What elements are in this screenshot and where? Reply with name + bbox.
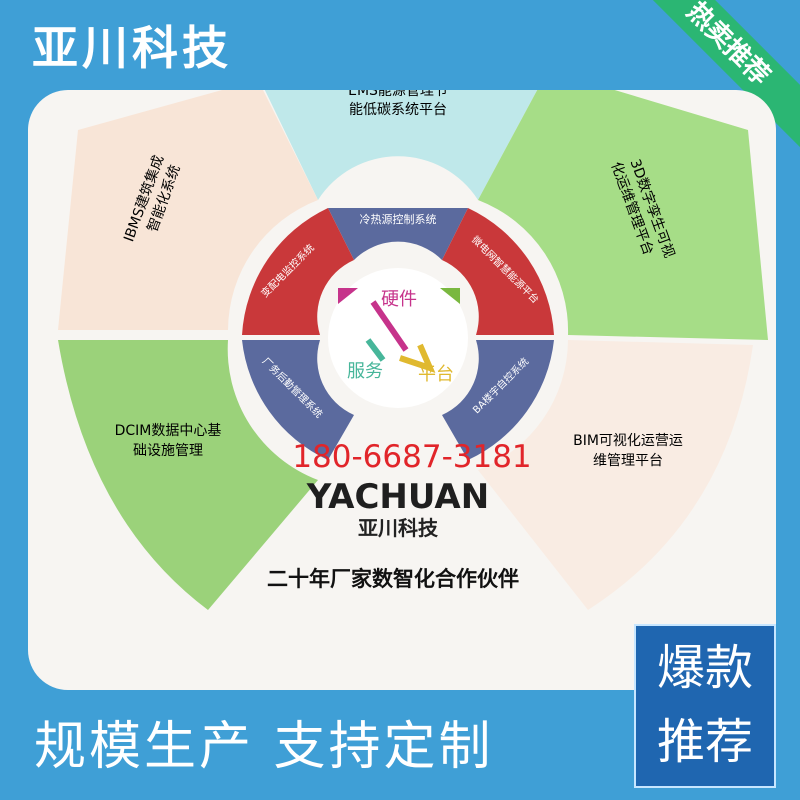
arrow-hardware-icon (370, 300, 409, 352)
center-platform: 平台 (418, 364, 454, 385)
slogan: 二十年厂家数智化合作伙伴 (267, 567, 519, 591)
diagram-card: 硬件 服务 平台 EMS能源管理节 能低碳系统平台 IBMS建筑集成 智能化系统… (28, 90, 776, 690)
segment-cold (328, 208, 468, 260)
segment-micro (442, 208, 554, 335)
arrow-platform-icon (399, 343, 436, 373)
segment-ba (442, 340, 554, 460)
segment-bim (478, 340, 753, 610)
label-bim-2: 维管理平台 (593, 453, 663, 469)
company-name: 亚川科技 (358, 516, 439, 540)
center-service: 服务 (347, 361, 383, 382)
brand-title: 亚川科技 (32, 21, 232, 75)
phone-number: 180-6687-3181 (292, 439, 531, 475)
center-hardware: 硬件 (381, 289, 417, 310)
label-cold: 冷热源控制系统 (360, 212, 437, 226)
label-dcim-1: DCIM数据中心基 (115, 422, 222, 439)
logo-wordmark: YACHUAN (306, 477, 489, 517)
label-ems-2: 能低碳系统平台 (349, 102, 447, 118)
arrow-service-icon (365, 338, 386, 362)
corner-icon-right (440, 288, 460, 304)
corner-icon-left (338, 288, 358, 304)
bottom-banner: 规模生产 支持定制 (0, 690, 800, 800)
segment-facility (242, 340, 354, 460)
segment-twin (478, 90, 768, 340)
segment-power (242, 208, 354, 335)
hot-box: 爆款 推荐 (634, 624, 776, 788)
hot-line-2: 推荐 (656, 714, 753, 770)
diagram-svg: 硬件 服务 平台 EMS能源管理节 能低碳系统平台 IBMS建筑集成 智能化系统… (58, 90, 768, 610)
label-ems-1: EMS能源管理节 (348, 90, 448, 99)
segment-ibms (58, 90, 318, 330)
bottom-label: 规模生产 支持定制 (34, 717, 494, 777)
label-bim-1: BIM可视化运营运 (573, 433, 683, 449)
hot-line-1: 爆款 (656, 640, 753, 696)
segment-dcim (58, 340, 318, 610)
label-dcim-2: 础设施管理 (133, 443, 203, 459)
segment-ems (264, 90, 538, 200)
